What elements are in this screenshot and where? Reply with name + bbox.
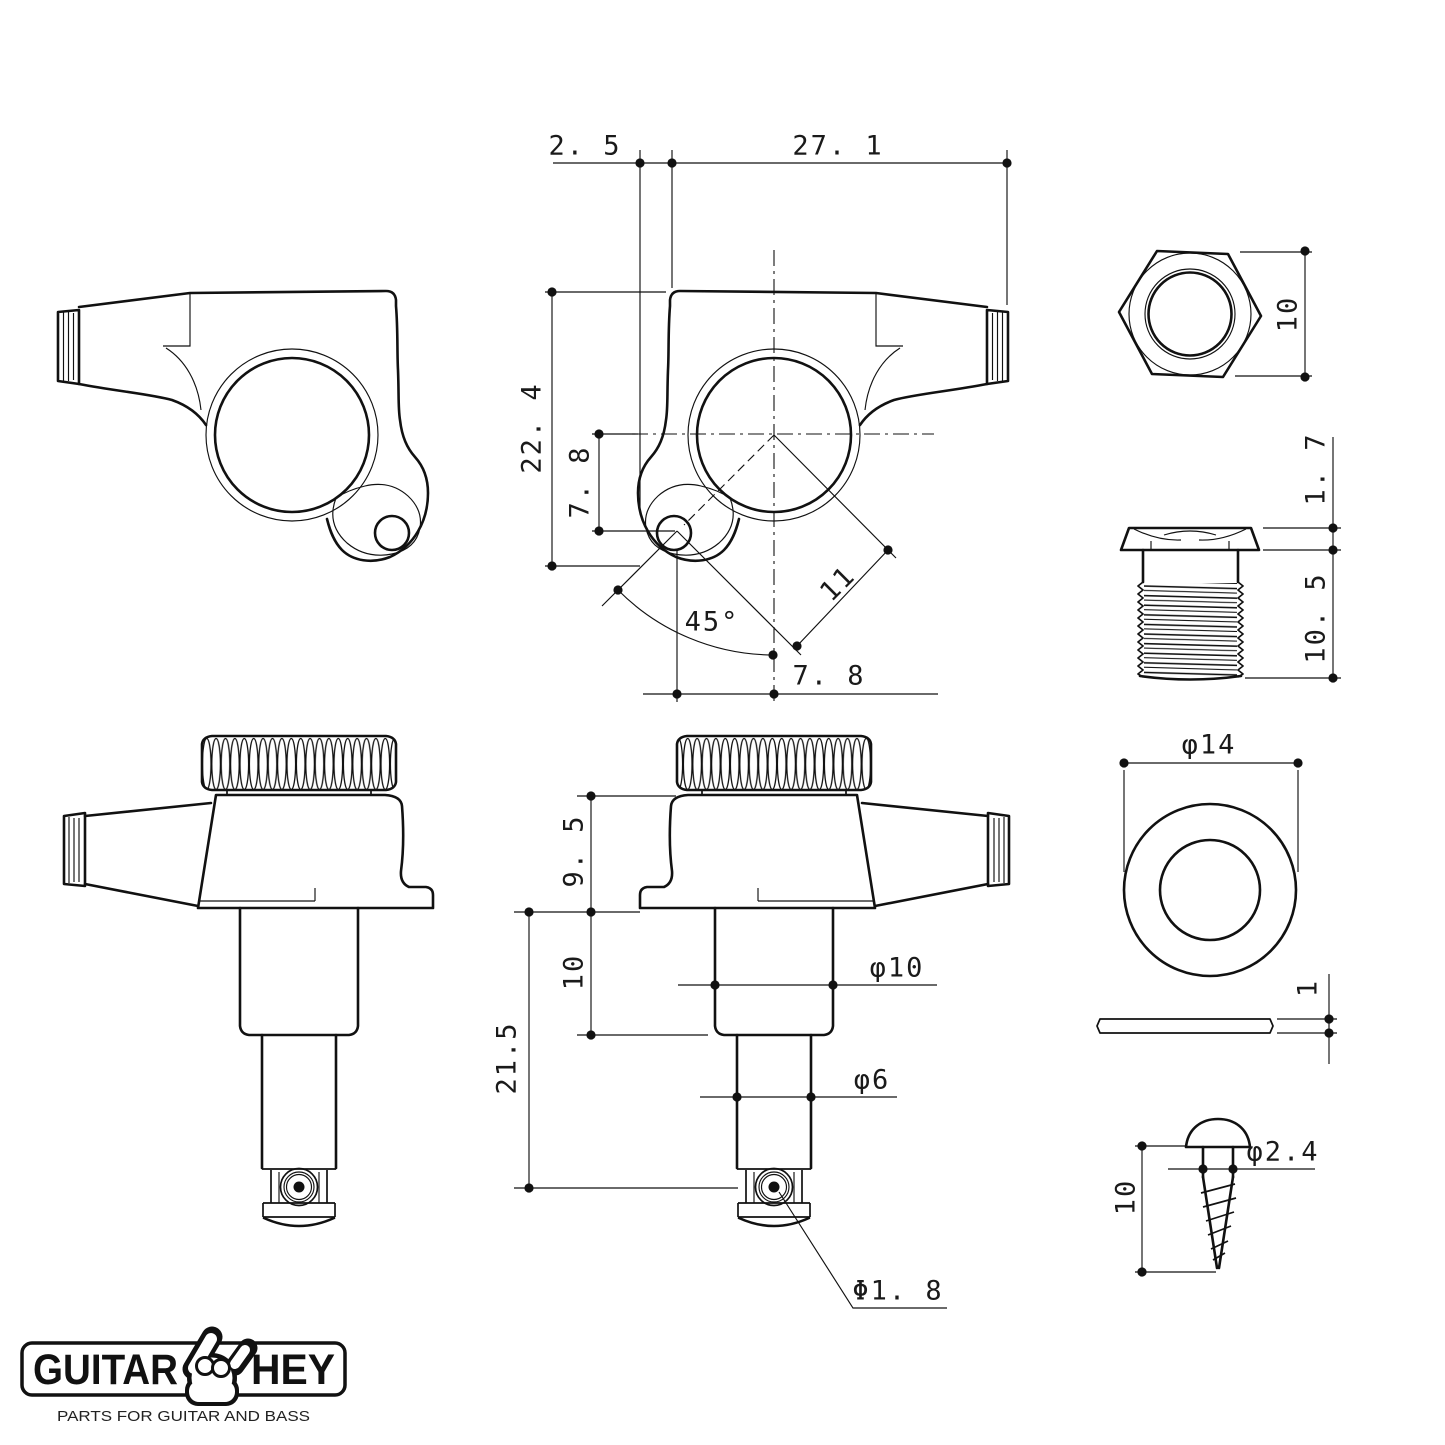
dim-label-bushing-thread: 10. 5	[1301, 572, 1332, 663]
housing-rear-view-shape	[56, 289, 430, 563]
dim-label-post-diameter: φ6	[854, 1065, 891, 1096]
dim-label-nut-across-flats: 10	[1273, 296, 1304, 333]
dim-label-bushing-flange: 1. 7	[1301, 432, 1332, 505]
logo-tagline: PARTS FOR GUITAR AND BASS	[57, 1408, 310, 1425]
dim-label-string-hole-diameter: Φ1. 8	[852, 1276, 943, 1307]
dim-label-washer-diameter: φ14	[1182, 730, 1237, 761]
dim-label-shaft-length: 10	[559, 954, 590, 991]
bushing-side-view: 1. 7 10. 5	[1119, 432, 1341, 683]
dim-label-hole-offset: 7. 8	[792, 661, 865, 692]
screw-side-view: 10 φ2.4	[1111, 1117, 1319, 1277]
tuner-side-view-shape	[62, 734, 435, 1228]
dim-label-screw-head-diameter: φ2.4	[1246, 1137, 1319, 1168]
dim-front-view: 2. 5 27. 1 22. 4 7. 8 11 45° 7. 8	[517, 131, 1012, 702]
dim-side-view: 9. 5 10 21.5 φ10 φ6 Φ1. 8	[492, 791, 947, 1309]
dim-label-screw-length: 10	[1111, 1179, 1142, 1216]
rock-hand-icon	[182, 1326, 258, 1406]
washer-side-view: 1	[1096, 974, 1337, 1064]
hex-nut-top-view: 10	[1117, 246, 1312, 382]
dim-label-hole-angle: 45°	[685, 607, 740, 638]
logo-text-hey: HEY	[251, 1346, 335, 1394]
dim-label-housing-height: 9. 5	[559, 814, 590, 887]
dim-label-post-offset: 2. 5	[548, 131, 621, 162]
brand-logo: GUITAR HEY PARTS FOR GUITAR AND BASS	[20, 1326, 347, 1425]
dim-label-body-width: 27. 1	[792, 131, 883, 162]
dim-label-washer-thickness: 1	[1293, 979, 1324, 997]
dim-label-shaft-diameter: φ10	[870, 953, 925, 984]
washer-top-view: φ14	[1119, 730, 1303, 978]
dim-label-body-height: 22. 4	[517, 382, 548, 473]
logo-text-guitar: GUITAR	[33, 1346, 178, 1394]
dim-label-hole-drop: 7. 8	[565, 445, 596, 518]
dim-label-post-total-length: 21.5	[492, 1021, 523, 1094]
